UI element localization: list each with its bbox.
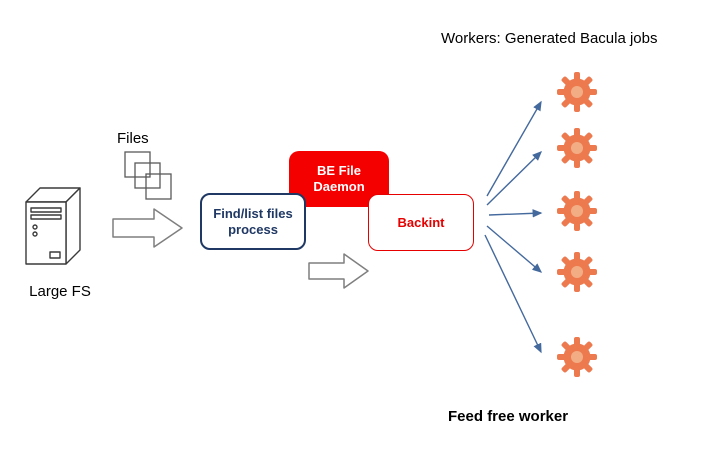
feed-free-worker-caption: Feed free worker xyxy=(448,408,568,425)
block-arrow-icon xyxy=(112,208,183,248)
be-file-daemon-line1: BE File xyxy=(316,163,362,178)
gear-icon xyxy=(557,128,597,168)
find-list-process-box: Find/list files process xyxy=(200,193,306,250)
feed-caption-bold: free worker xyxy=(487,408,569,425)
find-list-line2: process xyxy=(228,221,278,237)
workers-title: Workers: Generated Bacula jobs xyxy=(441,30,658,47)
server-label: Large FS xyxy=(29,283,91,300)
stacked-pages-icon xyxy=(124,151,172,200)
server-tower-icon xyxy=(25,187,81,265)
find-list-line1: Find/list files xyxy=(213,205,293,221)
gear-icon xyxy=(557,191,597,231)
backint-box: Backint xyxy=(368,194,474,251)
gear-icon xyxy=(557,72,597,112)
feed-caption-prefix: Feed xyxy=(448,408,488,425)
backint-label: Backint xyxy=(397,214,445,230)
fan-arrows xyxy=(484,100,543,354)
gear-icon xyxy=(557,337,597,377)
gear-icon xyxy=(557,252,597,292)
block-arrow-icon xyxy=(308,253,369,289)
be-file-daemon-line2: Daemon xyxy=(313,179,365,194)
files-label: Files xyxy=(117,130,149,147)
